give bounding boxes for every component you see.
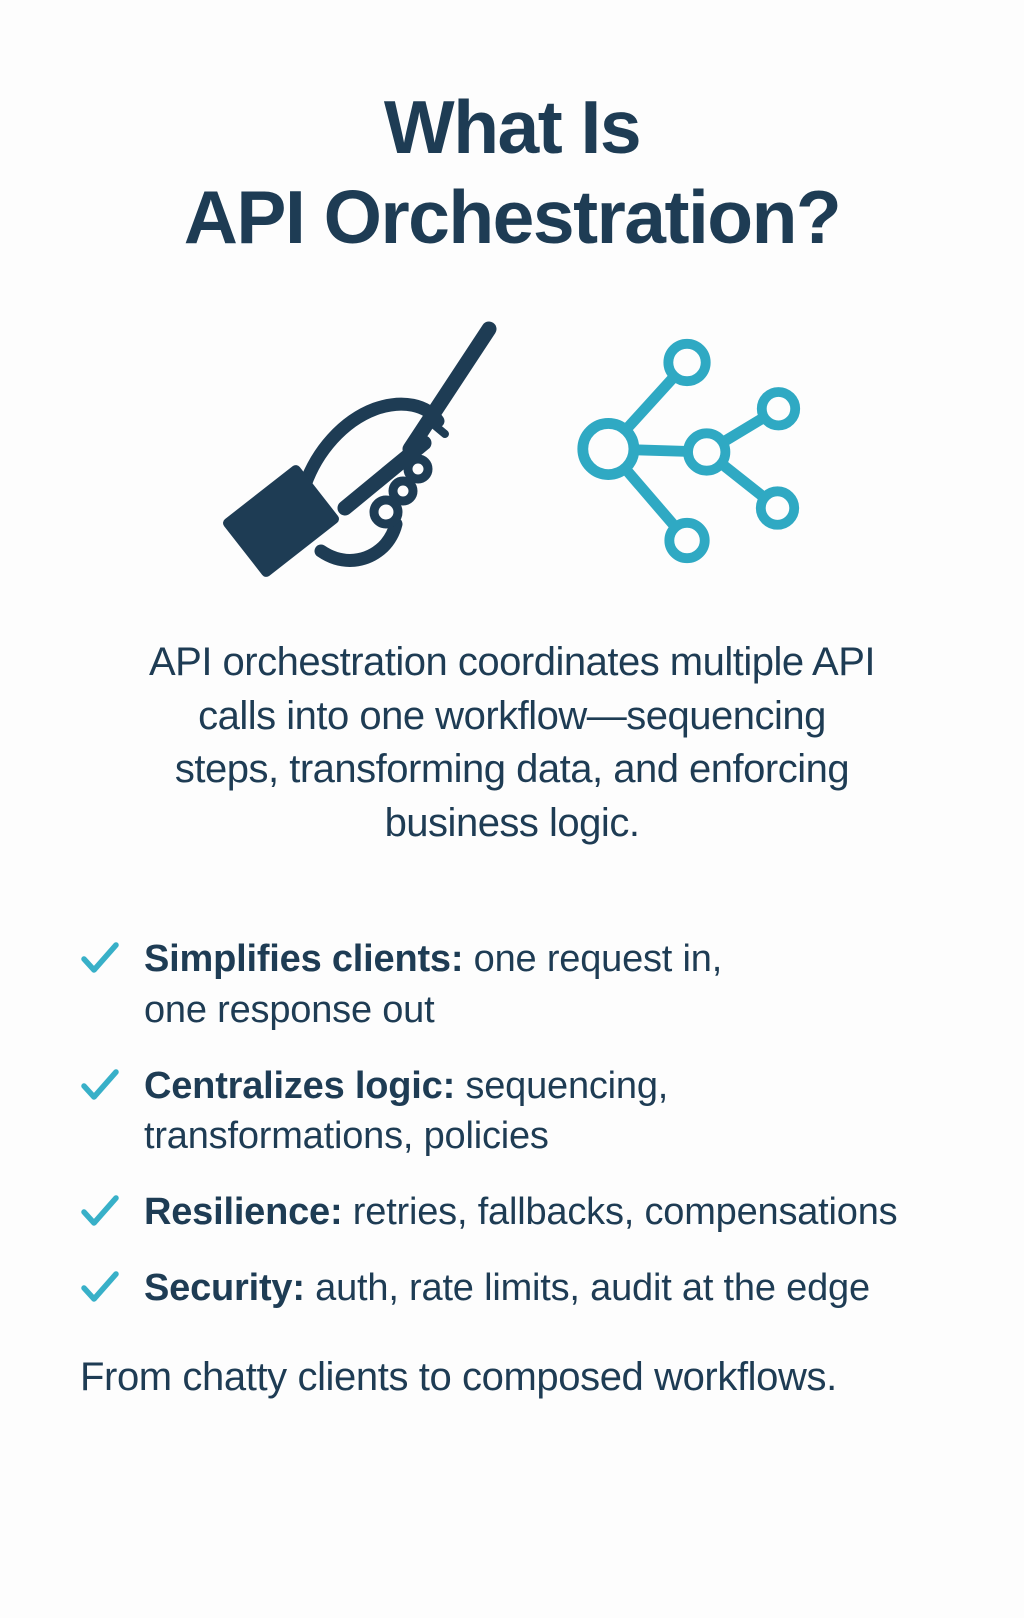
page-title: What Is API Orchestration? — [183, 85, 842, 259]
conductor-hand-icon — [223, 321, 497, 577]
bullet-lead: Resilience: — [144, 1191, 343, 1233]
bullet-text: Centralizes logic: sequencing, transform… — [144, 1061, 668, 1161]
bullet-text: Simplifies clients: one request in, one … — [144, 934, 722, 1034]
bullet-text: Resilience: retries, fallbacks, compensa… — [144, 1187, 898, 1237]
list-item-resilience: Resilience: retries, fallbacks, compensa… — [80, 1187, 1004, 1237]
network-nodes — [577, 338, 801, 564]
list-item-security: Security: auth, rate limits, audit at th… — [80, 1263, 1004, 1313]
list-item-simplifies-clients: Simplifies clients: one request in, one … — [80, 934, 1004, 1034]
bullet-detail: auth, rate limits, audit at the edge — [304, 1267, 870, 1310]
baton — [402, 321, 497, 457]
api-network-icon — [577, 338, 801, 564]
bullet-detail: retries, fallbacks, compensations — [342, 1191, 898, 1233]
check-icon — [81, 1068, 119, 1100]
hub-node — [577, 418, 640, 481]
bullet-lead: Centralizes logic: — [144, 1064, 456, 1107]
check-icon — [81, 942, 119, 974]
closing-line: From chatty clients to composed workflow… — [80, 1355, 837, 1400]
check-icon — [81, 1271, 119, 1302]
hero-icons — [0, 320, 1024, 582]
benefits-list: Simplifies clients: one request in, one … — [0, 934, 1024, 1313]
bullet-lead: Simplifies clients: — [144, 938, 464, 981]
check-icon — [81, 1195, 119, 1226]
cuff — [223, 465, 339, 577]
infographic-page: What Is API Orchestration? — [0, 82, 1024, 1618]
list-item-centralizes-logic: Centralizes logic: sequencing, transform… — [80, 1061, 1004, 1161]
hand-group — [223, 321, 497, 577]
bullet-detail: one request in, one response out — [144, 938, 723, 1031]
bullet-lead: Security: — [144, 1267, 305, 1310]
intro-paragraph: API orchestration coordinates multiple A… — [148, 640, 876, 845]
bullet-detail: sequencing, transformations, policies — [144, 1064, 669, 1157]
bullet-text: Security: auth, rate limits, audit at th… — [144, 1263, 870, 1313]
